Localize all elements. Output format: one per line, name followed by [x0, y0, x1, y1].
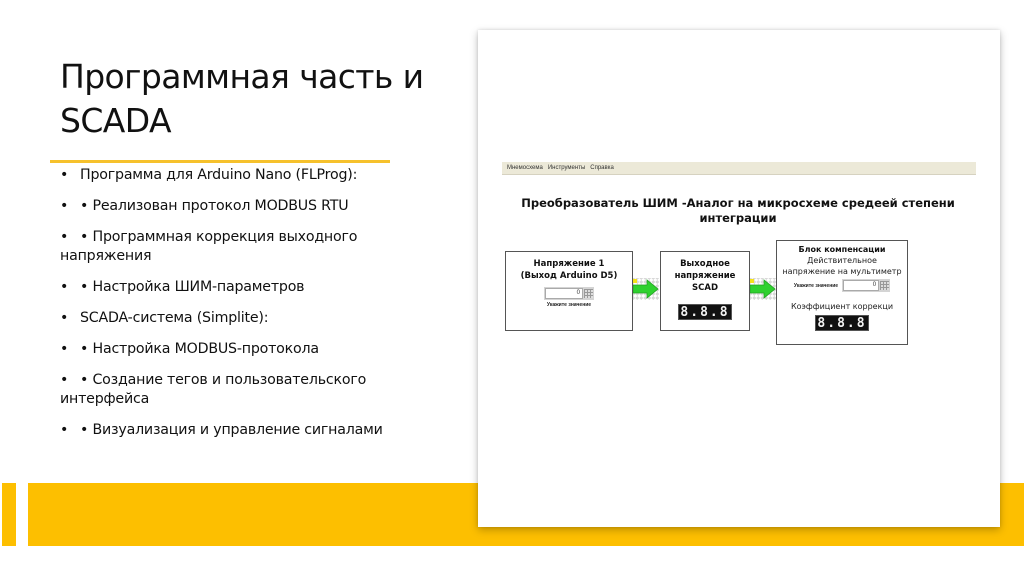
bullet-text: SCADA-система (Simplite):	[80, 310, 269, 326]
voltage-input-field[interactable]: 0	[545, 288, 583, 299]
block-subtitle: напряжение на мультиметр	[782, 267, 902, 276]
bullet-marker: •	[60, 229, 69, 245]
block-title-line: Напряжение 1	[533, 259, 605, 269]
bullet-text: • Создание тегов и пользовательского инт…	[60, 372, 367, 407]
bullet-item: • • Настройка ШИМ-параметров	[60, 278, 420, 297]
output-voltage-block: Выходное напряжение SCAD 8.8.8	[660, 251, 750, 331]
flow-arrow-icon	[633, 278, 659, 300]
accent-bar-small	[2, 483, 16, 546]
scada-screenshot: Мнемосхема Инструменты Справка Преобразо…	[478, 30, 1000, 527]
menu-item-tools[interactable]: Инструменты	[547, 165, 586, 171]
scada-menubar: Мнемосхема Инструменты Справка	[502, 162, 976, 175]
bullet-item: •• Программная коррекция выходного напря…	[60, 228, 420, 266]
title-underline	[50, 160, 390, 163]
bullet-item: • Программа для Arduino Nano (FLProg):	[60, 166, 420, 185]
input-hint: Укажите значение	[546, 302, 592, 308]
bullet-item: • • Настройка MODBUS-протокола	[60, 340, 420, 359]
output-voltage-display: 8.8.8	[678, 304, 732, 320]
flow-arrow-icon	[750, 278, 776, 300]
bullet-text: • Настройка MODBUS-протокола	[80, 341, 319, 357]
bullet-marker: •	[60, 422, 69, 438]
bullet-marker: •	[60, 198, 69, 214]
slide-title: Программная часть и SCADA	[60, 57, 424, 140]
block-title: Блок компенсации	[798, 245, 886, 254]
block-title-line: (Выход Arduino D5)	[520, 271, 618, 281]
block-title-line: напряжение SCAD	[674, 271, 736, 293]
bullet-text: • Реализован протокол MODBUS RTU	[80, 198, 349, 214]
voltage-input-block: Напряжение 1 (Выход Arduino D5) 0 Укажит…	[505, 251, 633, 331]
bullet-item: • • Реализован протокол MODBUS RTU	[60, 197, 420, 216]
correction-coefficient-display: 8.8.8	[815, 315, 869, 331]
block-title-line: Выходное	[680, 259, 730, 269]
multimeter-input-row: Укажите значение 0	[777, 279, 907, 292]
multimeter-input-field[interactable]: 0	[843, 280, 880, 291]
bullet-text: • Программная коррекция выходного напряж…	[60, 229, 358, 264]
scada-title: Преобразователь ШИМ -Аналог на микросхем…	[521, 196, 955, 225]
block-title: Выходное напряжение SCAD	[661, 258, 749, 294]
bullet-text: Программа для Arduino Nano (FLProg):	[80, 167, 358, 183]
compensation-block: Блок компенсации Действительное напряжен…	[776, 240, 908, 345]
bullet-list: •Программа для Arduino Nano (FLProg): ••…	[60, 166, 420, 452]
keypad-icon[interactable]	[880, 281, 890, 290]
bullet-text: • Визуализация и управление сигналами	[80, 422, 383, 438]
bullet-marker: •	[60, 167, 69, 183]
multimeter-input[interactable]: 0	[842, 279, 891, 292]
menu-item-mnemoscheme[interactable]: Мнемосхема	[507, 165, 543, 171]
bullet-text: • Настройка ШИМ-параметров	[80, 279, 305, 295]
bullet-item: •• Создание тегов и пользовательского ин…	[60, 371, 420, 409]
bullet-item: • SCADA-система (Simplite):	[60, 309, 420, 328]
keypad-icon[interactable]	[584, 289, 593, 298]
correction-coefficient-label: Коэффициент коррекци	[790, 302, 894, 311]
input-hint: Укажите значение	[793, 282, 839, 289]
bullet-marker: •	[60, 310, 69, 326]
bullet-marker: •	[60, 341, 69, 357]
menu-item-help[interactable]: Справка	[590, 165, 614, 171]
block-subtitle: Действительное	[807, 256, 877, 265]
bullet-marker: •	[60, 372, 69, 388]
bullet-item: • • Визуализация и управление сигналами	[60, 421, 420, 440]
voltage-input[interactable]: 0	[544, 287, 594, 300]
bullet-marker: •	[60, 279, 69, 295]
block-title: Напряжение 1 (Выход Arduino D5)	[506, 258, 632, 282]
